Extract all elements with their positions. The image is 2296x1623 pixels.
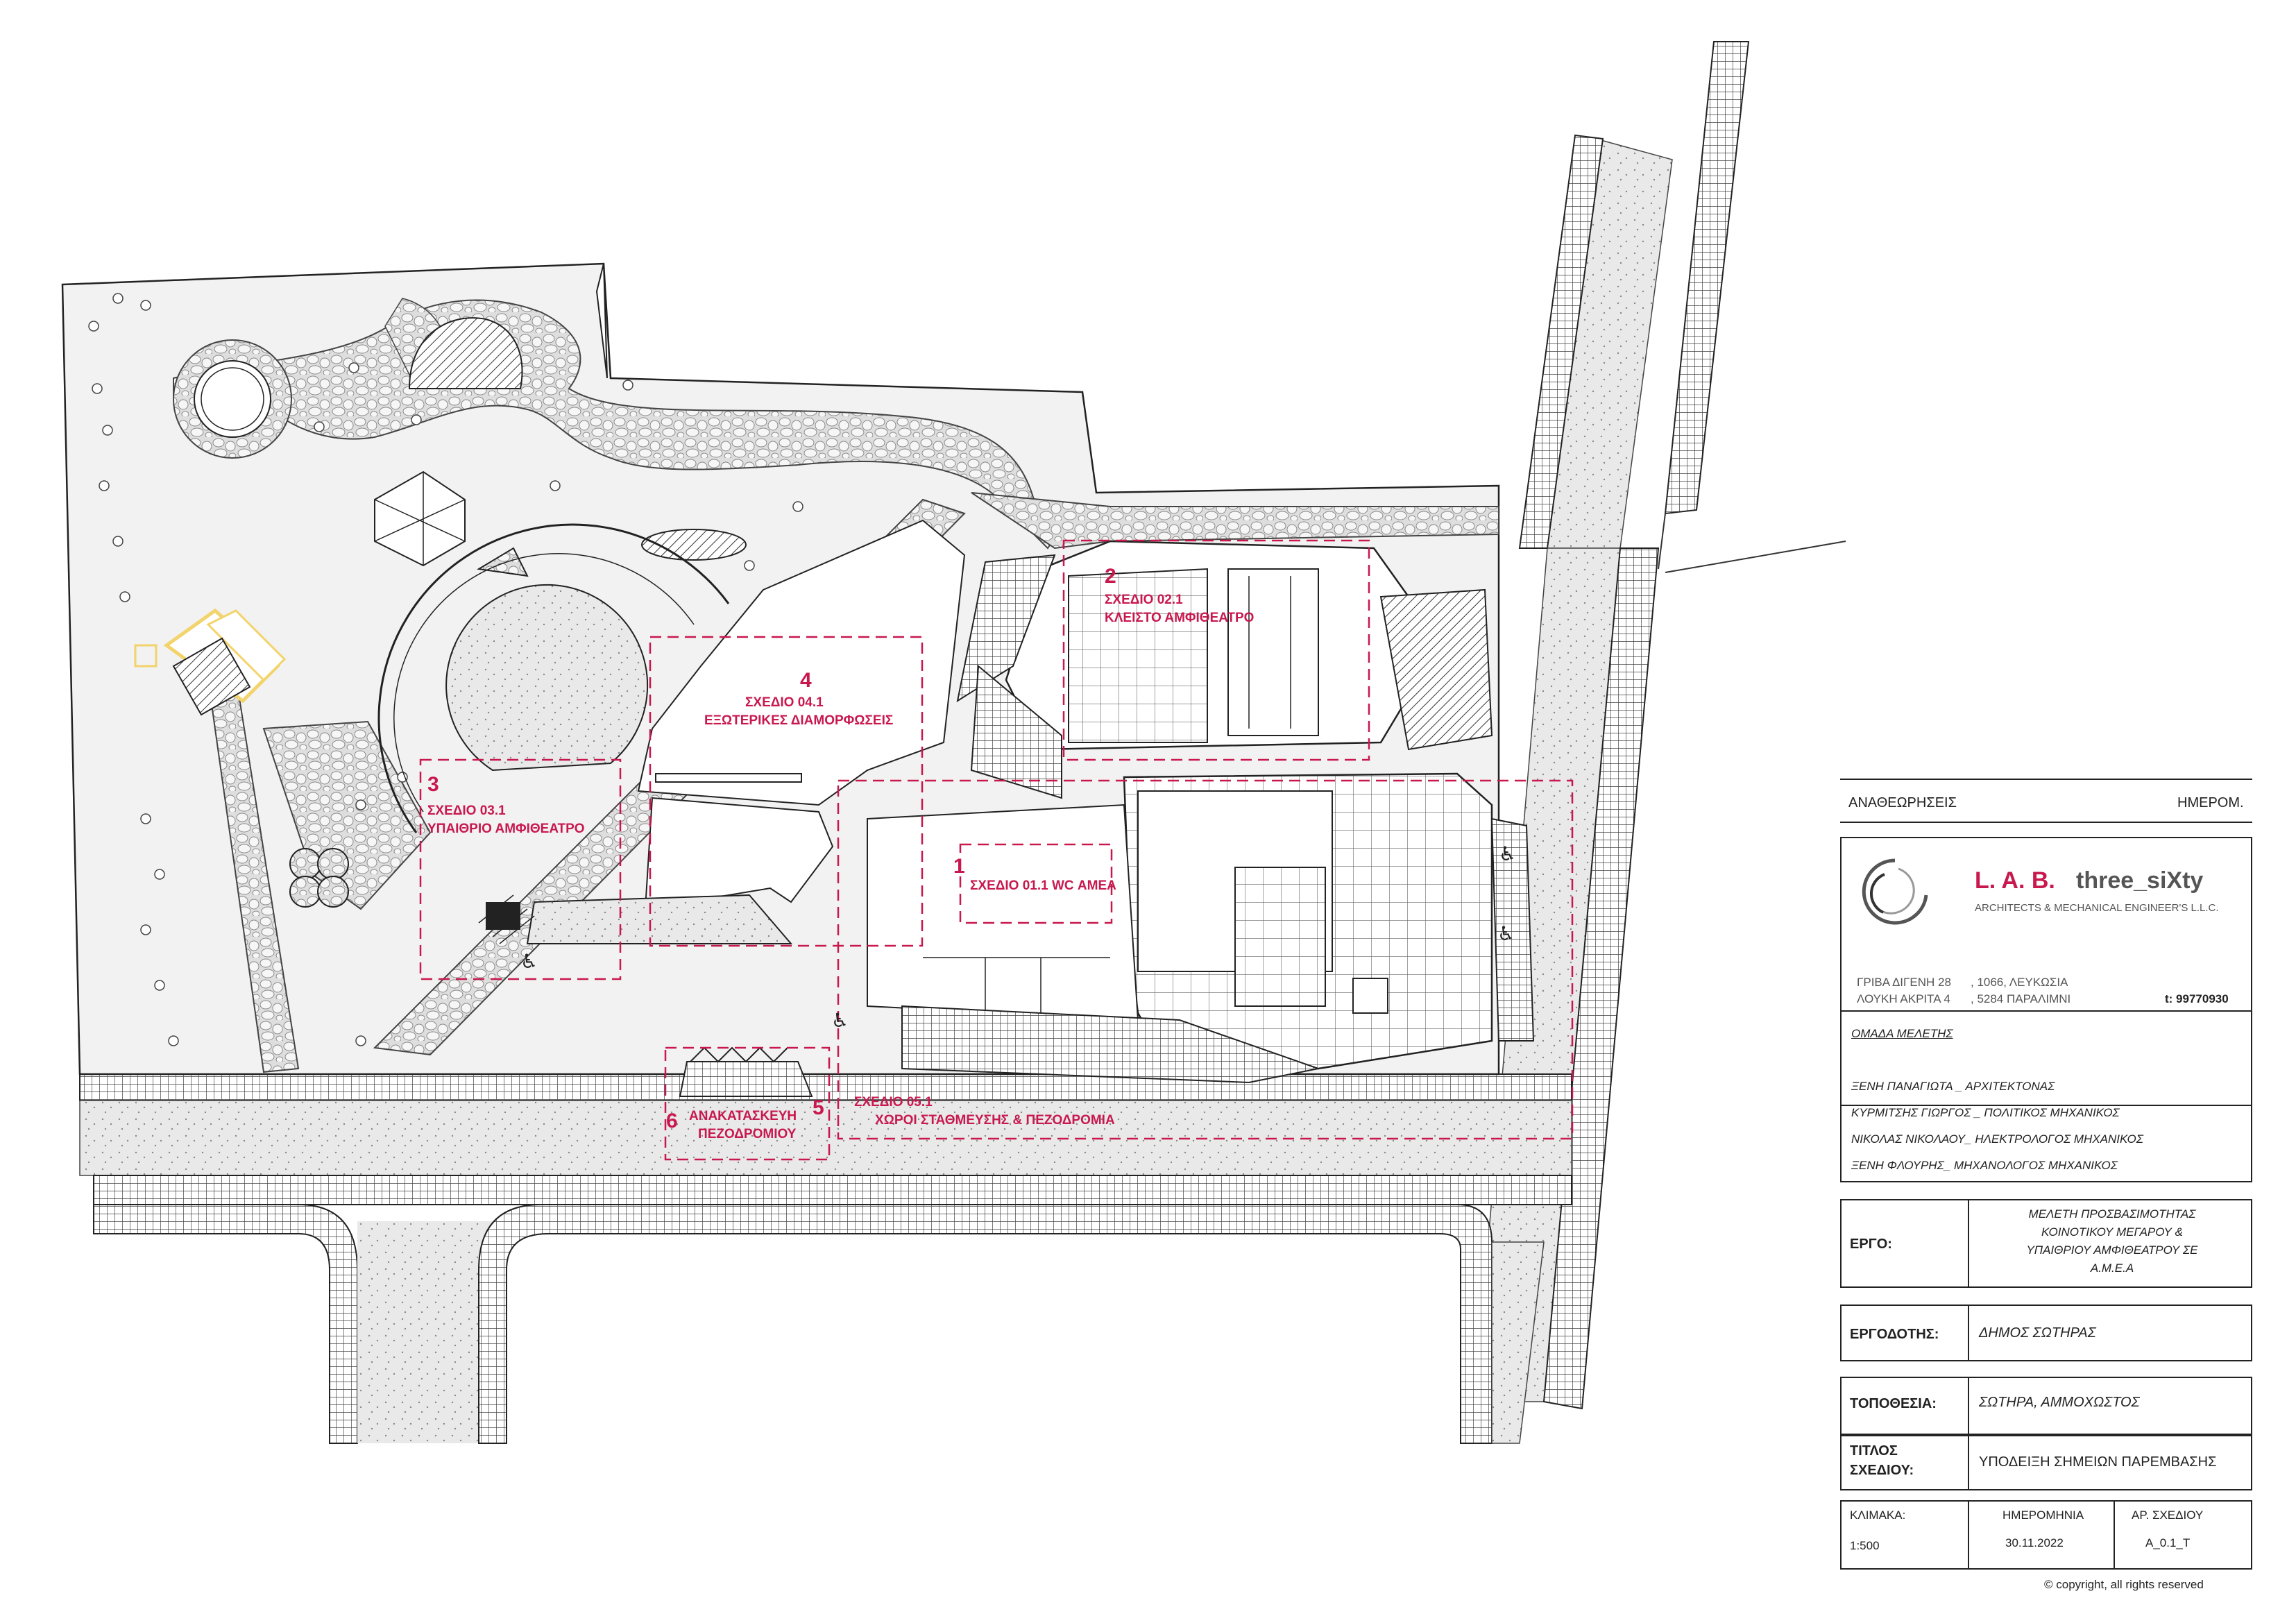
accessibility-icons: ♿ ♿ ♿ ♿	[520, 842, 1516, 1032]
location-value: ΣΩΤΗΡΑ, ΑΜΜΟΧΩΣΤΟΣ	[1979, 1395, 2140, 1410]
intervention-zones	[419, 539, 1574, 1161]
team-member: ΞΕΝΗ ΦΛΟΥΡΗΣ_ ΜΗΧΑΝΟΛΟΓΟΣ ΜΗΧΑΝΙΚΟΣ	[1851, 1159, 2118, 1172]
date-label: ΗΜΕΡΟΜΗΝΙΑ	[2002, 1509, 2084, 1522]
company-name: L. A. B.	[1975, 867, 2055, 894]
drawing-number-label: ΑΡ. ΣΧΕΔΙΟΥ	[2132, 1509, 2204, 1522]
drawing-number-value: Α_0.1_Τ	[2145, 1536, 2191, 1549]
zone-box-2	[1062, 539, 1370, 761]
team-member: ΝΙΚΟΛΑΣ ΝΙΚΟΛΑΟΥ_ ΗΛΕΚΤΡΟΛΟΓΟΣ ΜΗΧΑΝΙΚΟΣ	[1851, 1132, 2143, 1146]
copyright-notice: © copyright, all rights reserved	[2044, 1578, 2204, 1591]
client-row	[1840, 1305, 2252, 1361]
zone-4-number: 4	[800, 669, 812, 692]
scale-value: 1:500	[1850, 1539, 1880, 1552]
drawing-title-value: ΥΠΟΔΕΙΞΗ ΣΗΜΕΙΩΝ ΠΑΡΕΜΒΑΣΗΣ	[1979, 1454, 2217, 1470]
zone-6-number: 6	[666, 1110, 678, 1132]
zone-box-3	[419, 758, 622, 980]
zone-box-4	[649, 636, 924, 947]
zone-3-number: 3	[427, 773, 439, 796]
address-line2-city: , 5284 ΠΑΡΑΛΙΜΝΙ	[1971, 992, 2071, 1005]
project-row	[1840, 1199, 2252, 1288]
date-value: 30.11.2022	[2005, 1536, 2064, 1549]
revisions-label: ΑΝΑΘΕΩΡΗΣΕΙΣ	[1848, 795, 1957, 810]
phone-number: t: 99770930	[2165, 992, 2229, 1005]
zone-5-label: ΧΩΡΟΙ ΣΤΑΘΜΕΥΣΗΣ & ΠΕΖΟΔΡΟΜΙΑ	[875, 1113, 1115, 1128]
company-tagline: ARCHITECTS & MECHANICAL ENGINEER'S L.L.C…	[1975, 902, 2219, 914]
revisions-date-label: ΗΜΕΡΟΜ.	[2177, 795, 2244, 810]
zone-box-5	[837, 779, 1574, 1140]
zone-box-1	[959, 843, 1113, 924]
zone-6-label-line1: ΑΝΑΚΑΤΑΣΚΕΥΗ	[689, 1109, 797, 1123]
project-line: ΚΟΙΝΟΤΙΚΟΥ ΜΕΓΑΡΟΥ &	[2041, 1225, 2183, 1239]
zone-1-number: 1	[953, 855, 965, 878]
client-label: ΕΡΓΟΔΟΤΗΣ:	[1850, 1327, 1939, 1342]
zone-2-sheet: ΣΧΕΔΙΟ 02.1	[1105, 593, 1183, 607]
drawing-title-label-line2: ΣΧΕΔΙΟΥ:	[1850, 1463, 1914, 1478]
project-label: ΕΡΓΟ:	[1850, 1237, 1892, 1252]
zone-6-label-line2: ΠΕΖΟΔΡΟΜΙΟΥ	[698, 1127, 797, 1141]
zone-2-label: ΚΛΕΙΣΤΟ ΑΜΦΙΘΕΑΤΡΟ	[1105, 611, 1254, 625]
drawing-title-label-line1: ΤΙΤΛΟΣ	[1850, 1443, 1898, 1459]
zone-4-label: ΕΞΩΤΕΡΙΚΕΣ ΔΙΑΜΟΡΦΩΣΕΙΣ	[704, 713, 893, 728]
location-row	[1840, 1377, 2252, 1435]
zone-box-6	[664, 1046, 831, 1161]
park-site	[61, 262, 1535, 1097]
company-brand: three_siXty	[2076, 867, 2204, 894]
scale-label: ΚΛΙΜΑΚΑ:	[1850, 1509, 1906, 1522]
wheelchair-icon: ♿	[1499, 842, 1516, 865]
address-line1-street: ΓΡΙΒΑ ΔΙΓΕΝΗ 28	[1857, 976, 1951, 989]
zone-4-sheet: ΣΧΕΔΙΟ 04.1	[745, 695, 824, 710]
zone-5-number: 5	[813, 1096, 824, 1119]
wheelchair-icon: ♿	[520, 950, 538, 973]
zone-3-label: ΥΠΑΙΘΡΙΟ ΑΜΦΙΘΕΑΤΡΟ	[427, 822, 585, 836]
roads	[79, 41, 1846, 1444]
zone-3-sheet: ΣΧΕΔΙΟ 03.1	[427, 804, 506, 818]
address-line2-street: ΛΟΥΚΗ ΑΚΡΙΤΑ 4	[1857, 992, 1950, 1005]
zone-1-label: ΣΧΕΔΙΟ 01.1 WC ΑΜΕΑ	[970, 878, 1116, 893]
location-label: ΤΟΠΟΘΕΣΙΑ:	[1850, 1396, 1937, 1411]
team-member: ΚΥΡΜΙΤΣΗΣ ΓΙΩΡΓΟΣ _ ΠΟΛΙΤΙΚΟΣ ΜΗΧΑΝΙΚΟΣ	[1851, 1106, 2120, 1119]
wheelchair-icon: ♿	[1497, 922, 1515, 945]
company-logo	[1862, 858, 1928, 925]
team-label: ΟΜΑΔΑ ΜΕΛΕΤΗΣ	[1851, 1027, 1953, 1040]
title-block: ΑΝΑΘΕΩΡΗΣΕΙΣ ΗΜΕΡΟΜ. L. A. B. three_siXt…	[1840, 779, 2252, 1601]
company-box	[1840, 837, 2252, 1106]
client-value: ΔΗΜΟΣ ΣΩΤΗΡΑΣ	[1979, 1325, 2096, 1341]
drawing-title-row	[1840, 1435, 2252, 1490]
team-member: ΞΕΝΗ ΠΑΝΑΓΙΩΤΑ _ ΑΡΧΙΤΕΚΤΟΝΑΣ	[1851, 1080, 2055, 1093]
wheelchair-icon: ♿	[831, 1009, 849, 1032]
zone-labels: 1 ΣΧΕΔΙΟ 01.1 WC ΑΜΕΑ 2 ΣΧΕΔΙΟ 02.1 ΚΛΕΙ…	[427, 565, 1254, 1141]
project-line: ΜΕΛΕΤΗ ΠΡΟΣΒΑΣΙΜΟΤΗΤΑΣ	[2028, 1207, 2196, 1221]
project-line: Α.Μ.Ε.Α	[2090, 1261, 2134, 1275]
zone-5-sheet: ΣΧΕΔΙΟ 05.1	[854, 1095, 933, 1110]
info-row	[1840, 1500, 2252, 1570]
zone-2-number: 2	[1105, 565, 1116, 588]
address-line1-city: , 1066, ΛΕΥΚΩΣΙΑ	[1971, 976, 2068, 989]
project-line: ΥΠΑΙΘΡΙΟΥ ΑΜΦΙΘΕΑΤΡΟΥ ΣΕ	[2026, 1243, 2198, 1257]
